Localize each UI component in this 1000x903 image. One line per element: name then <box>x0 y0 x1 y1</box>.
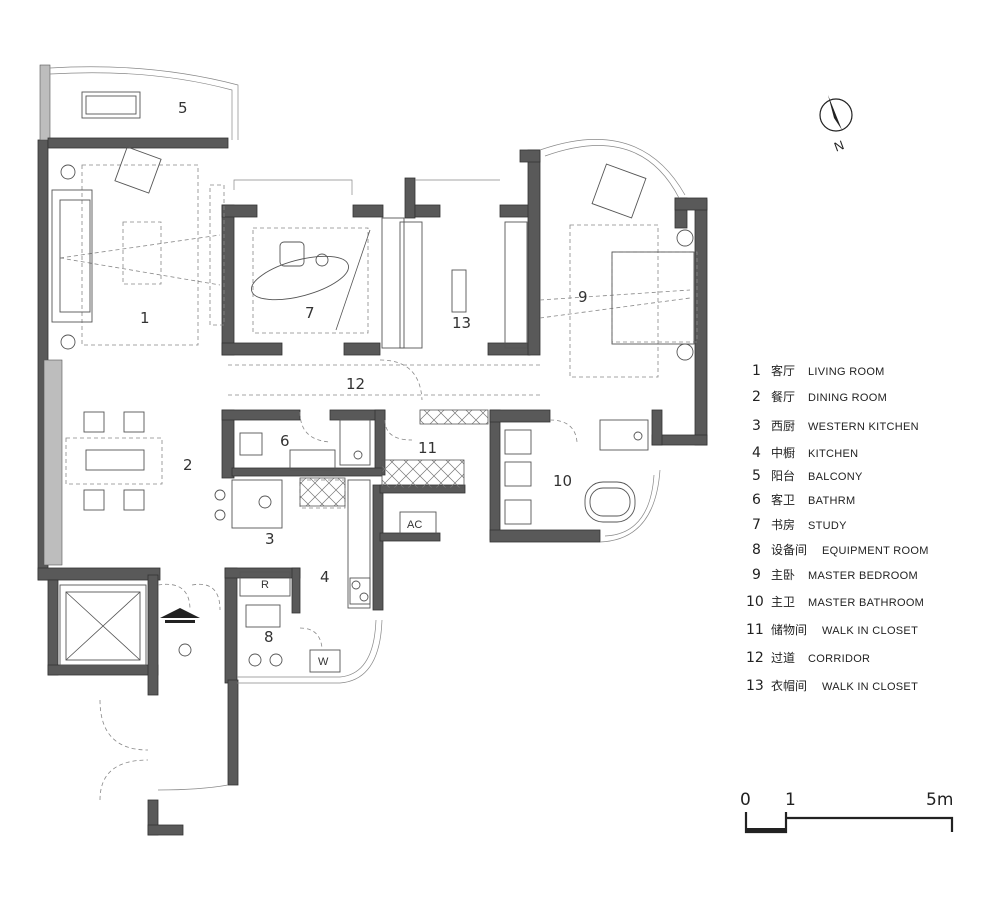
compass-circle-icon <box>819 98 853 132</box>
svg-text:过道: 过道 <box>771 651 795 665</box>
legend-row: 2 餐厅 DINING ROOM <box>752 389 887 405</box>
svg-text:6: 6 <box>752 492 761 508</box>
svg-text:BATHRM: BATHRM <box>808 495 855 507</box>
room-number-labels: 1 2 3 4 5 6 7 8 9 10 11 12 13 AC R W <box>140 99 588 668</box>
legend-row: 10 主卫 MASTER BATHROOM <box>746 594 924 610</box>
room-number-12: 12 <box>346 375 365 393</box>
furniture <box>51 91 695 801</box>
legend-row: 6 客卫 BATHRM <box>752 492 855 508</box>
washer-tag: W <box>318 656 329 668</box>
svg-text:WALK IN CLOSET: WALK IN CLOSET <box>822 681 918 693</box>
svg-text:9: 9 <box>752 567 761 583</box>
legend-row: 3 西厨 WESTERN KITCHEN <box>752 418 919 434</box>
svg-text:MASTER BATHROOM: MASTER BATHROOM <box>808 597 924 609</box>
scale-zero-label: 0 <box>740 790 751 810</box>
north-label: N <box>832 137 846 154</box>
walls <box>37 64 708 836</box>
refrigerator-tag: R <box>261 579 269 591</box>
legend-row: 11 储物间 WALK IN CLOSET <box>746 622 918 638</box>
svg-text:BALCONY: BALCONY <box>808 471 863 483</box>
svg-text:3: 3 <box>752 418 761 434</box>
legend-row: 1 客厅 LIVING ROOM <box>752 363 885 379</box>
svg-text:储物间: 储物间 <box>771 622 807 637</box>
svg-text:WALK IN CLOSET: WALK IN CLOSET <box>822 625 918 637</box>
room-number-1: 1 <box>140 309 150 327</box>
room-number-8: 8 <box>264 628 274 646</box>
room-number-5: 5 <box>178 99 188 117</box>
svg-text:阳台: 阳台 <box>771 468 795 483</box>
svg-text:4: 4 <box>752 445 761 461</box>
svg-text:LIVING ROOM: LIVING ROOM <box>808 366 885 378</box>
svg-text:13: 13 <box>746 678 764 694</box>
svg-text:衣帽间: 衣帽间 <box>771 678 807 693</box>
svg-text:主卫: 主卫 <box>771 595 795 609</box>
svg-text:DINING ROOM: DINING ROOM <box>808 392 887 404</box>
room-number-10: 10 <box>553 472 572 490</box>
north-arrow-icon <box>828 95 842 130</box>
legend-row: 13 衣帽间 WALK IN CLOSET <box>746 678 918 694</box>
svg-text:12: 12 <box>746 650 764 666</box>
legend-row: 12 过道 CORRIDOR <box>746 650 870 666</box>
room-number-13: 13 <box>452 314 471 332</box>
svg-text:10: 10 <box>746 594 764 610</box>
svg-text:餐厅: 餐厅 <box>771 389 795 404</box>
room-number-11: 11 <box>418 439 437 457</box>
zone-outlines <box>59 164 698 509</box>
windows <box>49 66 686 791</box>
room-number-6: 6 <box>280 432 290 450</box>
svg-text:KITCHEN: KITCHEN <box>808 448 858 460</box>
ac-tag: AC <box>407 519 422 531</box>
svg-text:1: 1 <box>752 363 761 379</box>
svg-text:西厨: 西厨 <box>771 419 795 433</box>
svg-text:WESTERN KITCHEN: WESTERN KITCHEN <box>808 421 919 433</box>
svg-text:书房: 书房 <box>771 517 795 532</box>
svg-text:CORRIDOR: CORRIDOR <box>808 653 870 665</box>
svg-text:11: 11 <box>746 622 764 638</box>
room-number-9: 9 <box>578 288 588 306</box>
room-number-3: 3 <box>265 530 275 548</box>
legend-row: 9 主卧 MASTER BEDROOM <box>752 567 918 583</box>
svg-text:8: 8 <box>752 542 761 558</box>
svg-text:中橱: 中橱 <box>771 445 795 460</box>
svg-text:7: 7 <box>752 517 761 533</box>
room-number-2: 2 <box>183 456 193 474</box>
svg-text:客卫: 客卫 <box>771 492 795 507</box>
north-compass: N <box>819 95 853 155</box>
svg-text:客厅: 客厅 <box>771 363 795 378</box>
svg-text:5: 5 <box>752 468 761 484</box>
scale-five-label: 5m <box>926 790 953 810</box>
svg-text:MASTER BEDROOM: MASTER BEDROOM <box>808 570 918 582</box>
svg-text:STUDY: STUDY <box>808 520 847 532</box>
legend-row: 8 设备间 EQUIPMENT ROOM <box>752 542 929 558</box>
room-legend: 1 客厅 LIVING ROOM 2 餐厅 DINING ROOM 3 西厨 WESTERN… <box>746 363 929 694</box>
scale-one-label: 1 <box>785 790 796 810</box>
scale-bar: 0 1 5m <box>740 790 953 834</box>
svg-text:主卧: 主卧 <box>771 568 795 582</box>
room-number-4: 4 <box>320 568 330 586</box>
legend-row: 5 阳台 BALCONY <box>752 468 863 484</box>
svg-text:2: 2 <box>752 389 761 405</box>
svg-text:EQUIPMENT ROOM: EQUIPMENT ROOM <box>822 545 929 557</box>
legend-row: 7 书房 STUDY <box>752 517 847 533</box>
room-number-7: 7 <box>305 304 315 322</box>
svg-text:设备间: 设备间 <box>771 543 807 557</box>
legend-row: 4 中橱 KITCHEN <box>752 445 858 461</box>
